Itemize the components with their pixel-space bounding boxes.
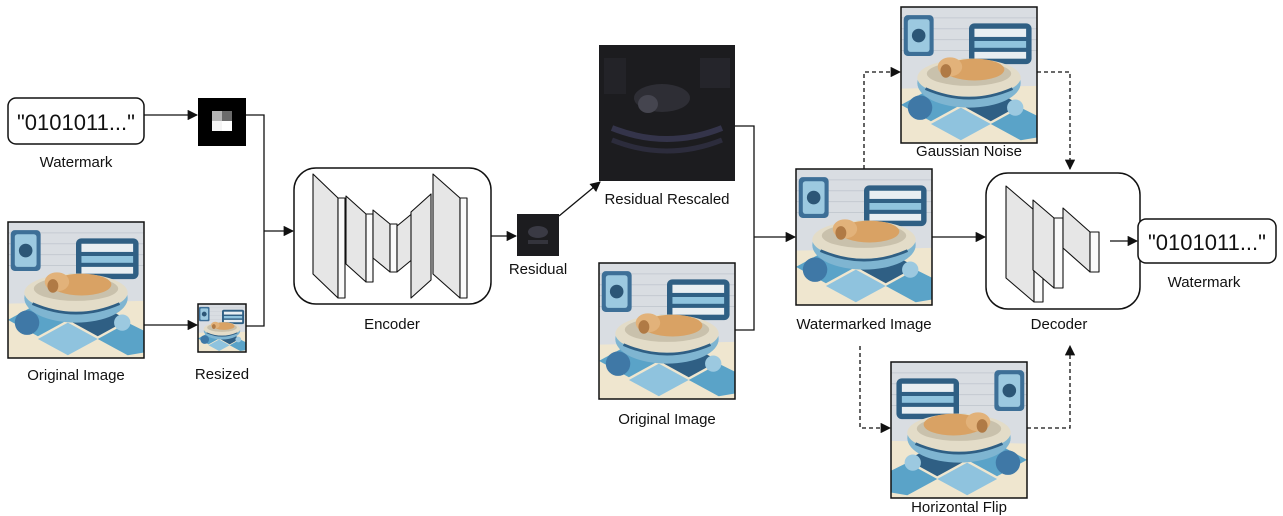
watermark-output-label: Watermark — [1168, 274, 1241, 291]
edge-merge-to-encoder — [246, 114, 265, 327]
watermark-output-box — [1137, 218, 1277, 264]
watermark-input-group: "0101011..." Watermark — [7, 97, 145, 171]
edge-flip-to-decoder — [1027, 344, 1076, 429]
watermark-input-bits: "0101011..." — [17, 110, 135, 135]
watermark-output-group: "0101011..." Watermark — [1137, 218, 1277, 291]
residual-label: Residual — [509, 261, 567, 278]
watermark-pattern-image — [198, 98, 246, 146]
original-image-input — [7, 221, 145, 359]
resized-image — [197, 303, 247, 353]
edge-watermarked-to-flip — [859, 346, 892, 434]
gaussian-noise-image — [900, 6, 1038, 144]
encoder-block — [293, 167, 492, 305]
watermarked-image — [795, 168, 933, 306]
horizontal-flip-image — [890, 361, 1028, 499]
decoder-label: Decoder — [1031, 316, 1088, 333]
original-image-2-label: Original Image — [618, 411, 716, 428]
watermark-input-box — [7, 97, 145, 145]
decoder-block — [985, 172, 1141, 310]
edge-residual-to-rescaled — [558, 181, 601, 217]
resized-label: Resized — [195, 366, 249, 383]
watermark-input-label: Watermark — [40, 154, 113, 171]
residual-image — [517, 214, 559, 256]
residual-rescaled-label: Residual Rescaled — [604, 191, 729, 208]
original-image-add — [598, 262, 736, 400]
edge-noise-to-decoder — [1037, 71, 1076, 171]
encoder-label: Encoder — [364, 316, 420, 333]
edge-add-to-watermarked — [735, 125, 755, 331]
edge-watermarked-to-noise — [863, 66, 902, 169]
horizontal-flip-label: Horizontal Flip — [911, 499, 1007, 516]
watermark-output-bits: "0101011..." — [1148, 230, 1266, 255]
gaussian-noise-label: Gaussian Noise — [916, 143, 1022, 160]
residual-rescaled-image — [599, 45, 735, 181]
original-image-label: Original Image — [27, 367, 125, 384]
watermarked-image-label: Watermarked Image — [796, 316, 931, 333]
